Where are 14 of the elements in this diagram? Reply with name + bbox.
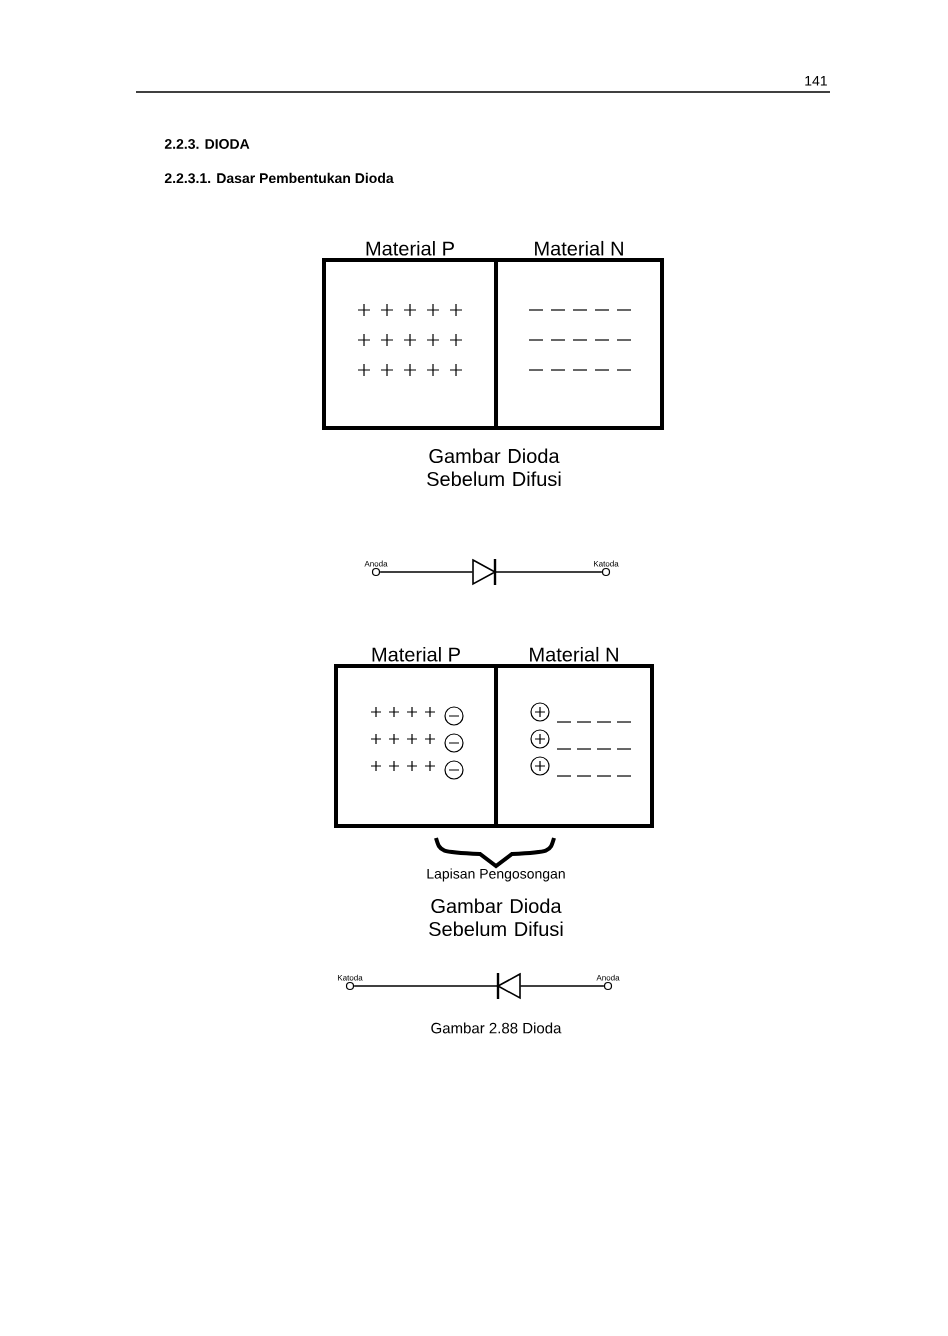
n-region-box: Material N	[494, 240, 664, 430]
wire	[519, 985, 605, 987]
node-label: Material P	[372, 646, 460, 662]
wire	[353, 985, 499, 987]
node-label: Material P	[366, 240, 454, 256]
wire	[494, 571, 603, 573]
p-region-box: Material P	[322, 240, 498, 430]
wire	[379, 571, 474, 573]
n-region-box: Material N	[494, 646, 654, 828]
figure-caption: Gambar Dioda Sebelum Difusi	[429, 898, 563, 937]
p-region-box: Material P	[334, 646, 498, 828]
figure-caption: Gambar Dioda Sebelum Difusi	[427, 448, 561, 487]
node-label: Material N	[535, 240, 623, 256]
node-label: Material N	[530, 646, 618, 662]
